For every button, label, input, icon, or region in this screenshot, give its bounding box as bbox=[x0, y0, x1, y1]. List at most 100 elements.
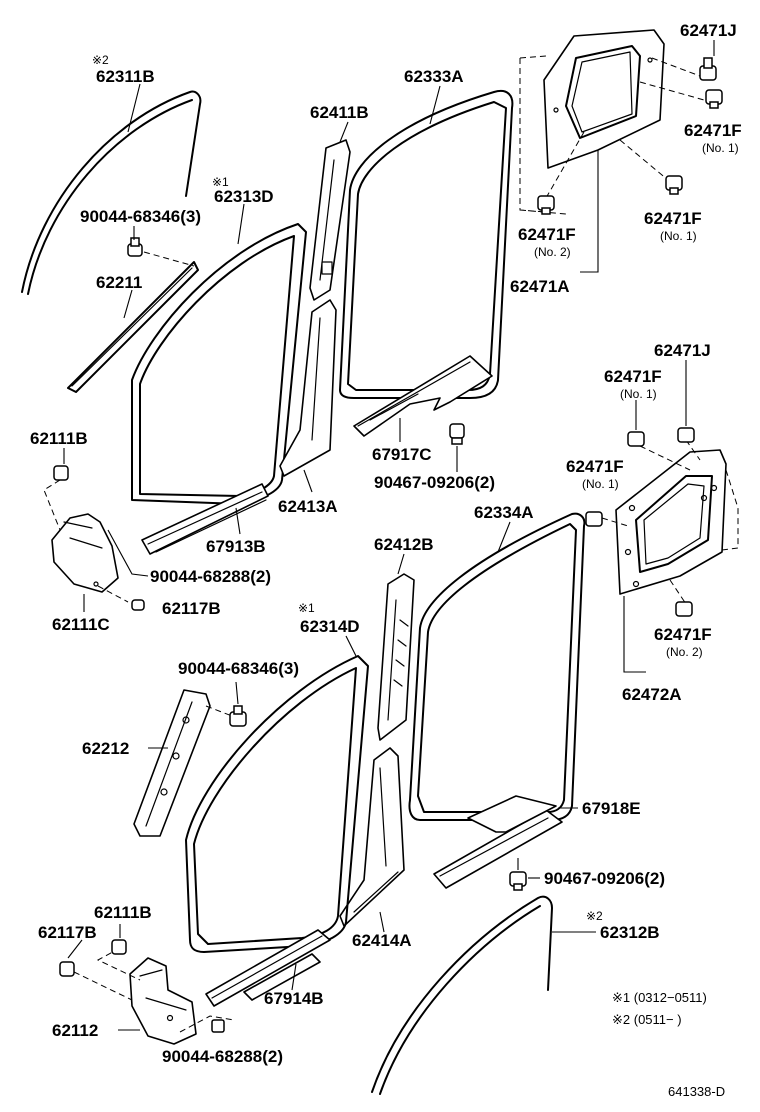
dash-62111C-clip bbox=[43, 479, 61, 531]
leader-62412B bbox=[397, 553, 405, 575]
part-62312B-weatherstrip bbox=[371, 895, 553, 1095]
label-62314D: 62314D bbox=[300, 617, 360, 636]
part-62311B-weatherstrip bbox=[21, 90, 202, 295]
label-90044-68288-a: 90044-68288(2) bbox=[150, 567, 271, 586]
label-62314D-mark: ※1 bbox=[298, 601, 315, 615]
label-62471J-a: 62471J bbox=[680, 21, 737, 40]
dash-62471A-clips bbox=[545, 57, 705, 199]
label-62211: 62211 bbox=[96, 273, 142, 292]
clip-62471F-d bbox=[627, 431, 645, 447]
label-62212: 62212 bbox=[82, 739, 129, 758]
label-62111C: 62111C bbox=[52, 615, 110, 634]
label-67914B: 67914B bbox=[264, 989, 324, 1008]
clip-90044-68346-a bbox=[127, 237, 143, 257]
part-62112-cowl-trim bbox=[129, 957, 197, 1045]
label-62471F-e: 62471F bbox=[566, 457, 624, 476]
part-67913B-scuff-plate bbox=[141, 483, 269, 555]
label-62111B-b: 62111B bbox=[94, 903, 152, 922]
leader-67913B bbox=[235, 507, 241, 535]
leader-62414A bbox=[379, 911, 385, 933]
leader-62314D bbox=[345, 635, 357, 657]
label-62311B-mark: ※2 bbox=[92, 53, 109, 67]
label-62311B: 62311B bbox=[96, 67, 155, 86]
part-62334A-weatherstrip bbox=[408, 512, 586, 821]
label-62117B-a: 62117B bbox=[162, 599, 221, 618]
leader-62334A bbox=[497, 521, 511, 553]
label-62111B-a: 62111B bbox=[30, 429, 88, 448]
leader-62117B-b bbox=[67, 939, 83, 959]
part-62314D-opening-trim bbox=[185, 655, 369, 953]
label-62471F-a: 62471F bbox=[684, 121, 742, 140]
leader-62413A bbox=[303, 469, 313, 493]
leader-62211 bbox=[123, 289, 133, 319]
leader-62472A bbox=[623, 596, 646, 673]
label-62413A: 62413A bbox=[278, 497, 338, 516]
clip-90467-09206-a bbox=[449, 423, 465, 445]
part-62111C-cowl-trim bbox=[51, 513, 119, 593]
label-62313D-mark: ※1 bbox=[212, 175, 229, 189]
footnote-1: ※1 (0312−0511) bbox=[612, 990, 707, 1005]
clip-90044-68346-b bbox=[229, 705, 247, 727]
part-62212-moulding bbox=[133, 689, 211, 837]
clip-62471J-a bbox=[699, 57, 717, 81]
label-62471F-d: 62471F bbox=[604, 367, 662, 386]
label-62112: 62112 bbox=[52, 1021, 98, 1040]
label-62471F-d-sub: (No. 1) bbox=[620, 387, 657, 401]
dash-62211-clip bbox=[143, 251, 195, 267]
dash-62112-clips bbox=[73, 947, 235, 1033]
leader-62471A bbox=[580, 150, 599, 273]
part-67918E-scuff-plate bbox=[433, 795, 563, 889]
label-62471F-c: 62471F bbox=[518, 225, 576, 244]
part-67917C-scuff-plate bbox=[353, 355, 493, 437]
label-62333A: 62333A bbox=[404, 67, 464, 86]
label-62312B: 62312B bbox=[600, 923, 660, 942]
clip-62471F-b bbox=[665, 175, 683, 195]
footnote-2: ※2 (0511− ) bbox=[612, 1012, 682, 1027]
label-62312B-mark: ※2 bbox=[586, 909, 603, 923]
clip-62111B-a bbox=[53, 465, 69, 481]
label-62117B-b: 62117B bbox=[38, 923, 97, 942]
leader-90044-68288-a bbox=[107, 529, 149, 577]
label-62471A: 62471A bbox=[510, 277, 570, 296]
label-62472A: 62472A bbox=[622, 685, 682, 704]
label-62412B: 62412B bbox=[374, 535, 434, 554]
label-62471J-b: 62471J bbox=[654, 341, 711, 360]
label-90467-09206-b: 90467-09206(2) bbox=[544, 869, 665, 888]
label-62411B: 62411B bbox=[310, 103, 369, 122]
clip-90467-09206-b bbox=[509, 871, 527, 891]
label-62471F-a-sub: (No. 1) bbox=[702, 141, 739, 155]
part-62414A-pillar-lower bbox=[339, 747, 405, 927]
leader-67914B bbox=[291, 963, 297, 991]
part-62472A-quarter-trim bbox=[615, 449, 727, 595]
part-62313D-opening-trim bbox=[131, 223, 307, 505]
leader-62313D bbox=[237, 203, 245, 245]
dash-62472A-clips bbox=[601, 439, 701, 605]
label-62471F-b-sub: (No. 1) bbox=[660, 229, 697, 243]
part-62412B-pillar-upper bbox=[377, 573, 415, 741]
part-62333A-weatherstrip bbox=[339, 90, 514, 399]
clip-62111B-b bbox=[111, 939, 127, 955]
part-62413A-pillar-lower bbox=[279, 299, 337, 477]
part-67914B-scuff-plate bbox=[205, 929, 331, 1007]
leader-62333A bbox=[429, 85, 441, 125]
clip-62471J-b bbox=[677, 427, 695, 443]
dash-62212-clip bbox=[205, 705, 233, 717]
label-62471F-b: 62471F bbox=[644, 209, 702, 228]
clip-62117B-a bbox=[131, 599, 145, 611]
part-62471A-quarter-trim bbox=[543, 29, 665, 169]
label-90044-68288-b: 90044-68288(2) bbox=[162, 1047, 283, 1066]
label-62334A: 62334A bbox=[474, 503, 534, 522]
label-90467-09206-a: 90467-09206(2) bbox=[374, 473, 495, 492]
label-90044-68346-a: 90044-68346(3) bbox=[80, 207, 201, 226]
label-62313D: 62313D bbox=[214, 187, 274, 206]
label-62471F-f-sub: (No. 2) bbox=[666, 645, 703, 659]
clip-62471F-c bbox=[537, 195, 555, 215]
part-62411B-pillar-upper bbox=[309, 139, 351, 301]
part-62211-moulding bbox=[67, 261, 199, 393]
clip-62471F-e bbox=[585, 511, 603, 527]
clip-62117B-b bbox=[59, 961, 75, 977]
clip-62471F-f bbox=[675, 601, 693, 617]
clip-62471F-a bbox=[705, 89, 723, 109]
label-67917C: 67917C bbox=[372, 445, 432, 464]
